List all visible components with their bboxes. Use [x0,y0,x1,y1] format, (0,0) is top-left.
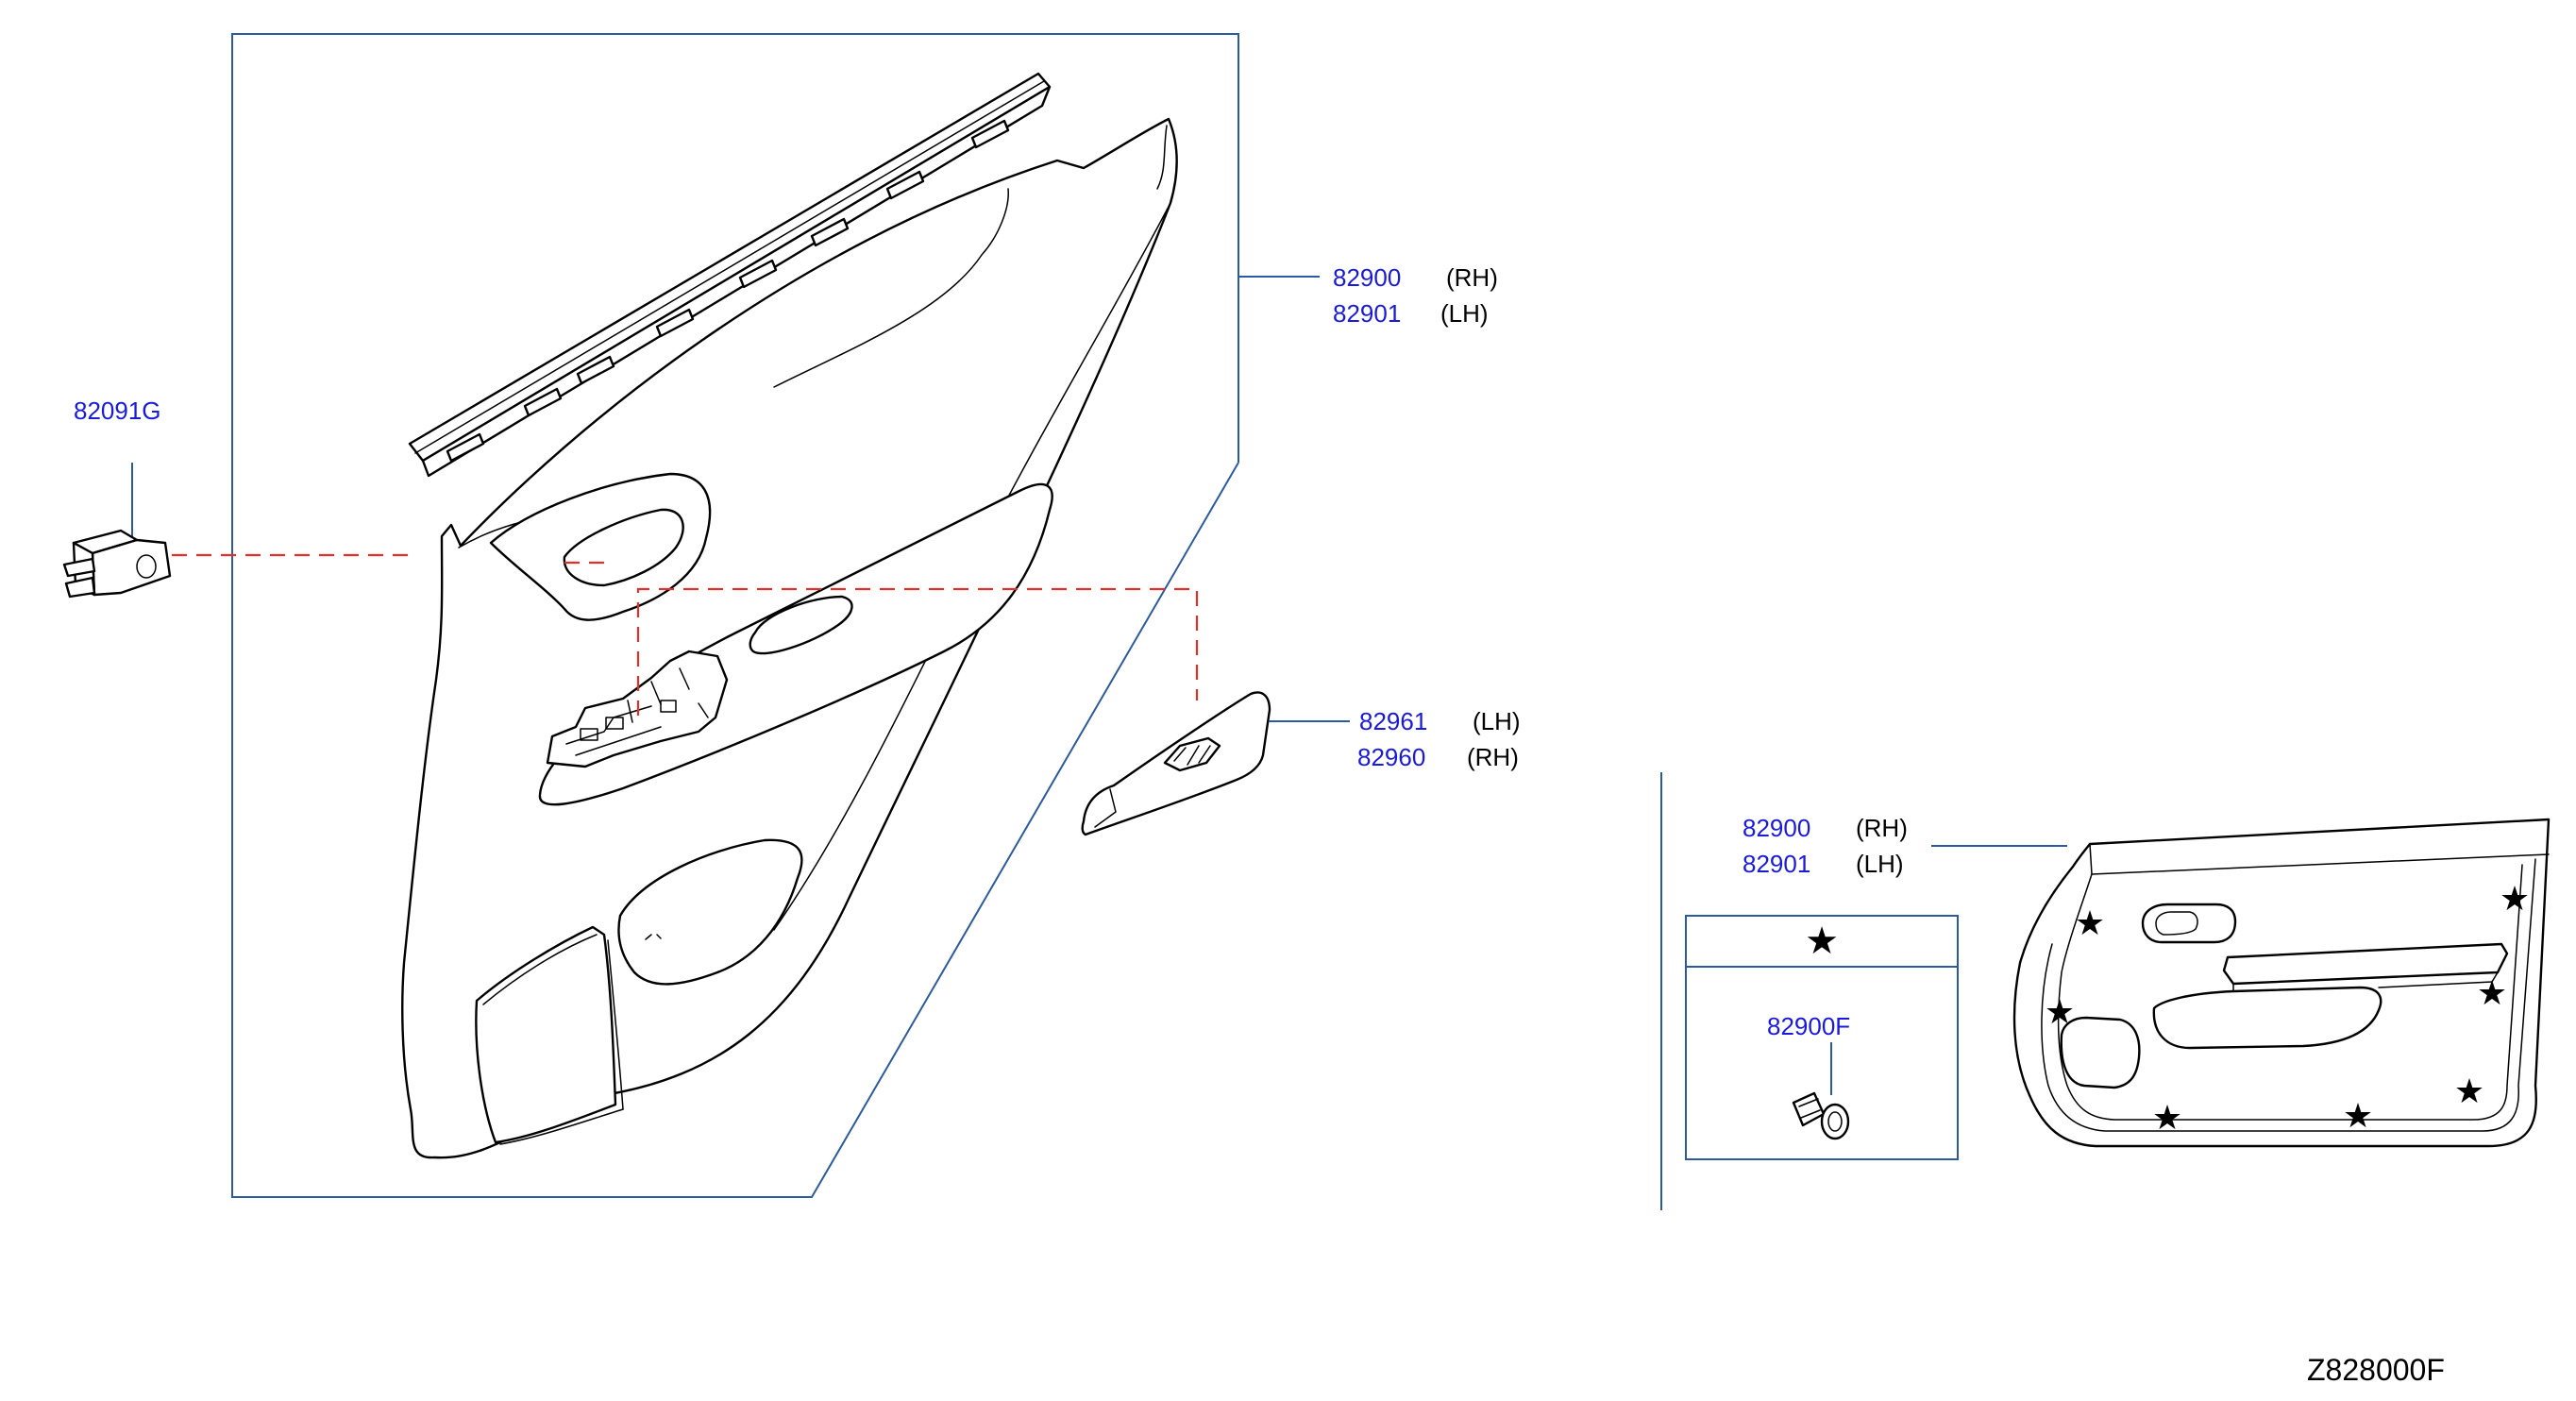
rear-panel-side-rh: (RH) [1446,263,1498,292]
star-icon: ★ [2343,1096,2373,1135]
front-panel-part-number-lh[interactable]: 82901 [1743,850,1810,878]
switch-finisher-part-number-rh[interactable]: 82960 [1357,743,1425,771]
star-icon: ★ [2454,1072,2484,1110]
star-icon: ★ [2045,992,2075,1031]
rear-door-trim-panel [401,117,1178,1159]
star-icon: ★ [2477,973,2507,1012]
trim-clip-82091g [62,529,172,599]
front-door-trim-panel: ★ ★ ★ ★ ★ ★ ★ [2012,818,2551,1148]
switch-location-dashed [636,587,1199,716]
fastener-legend-box: ★ 82900F [1685,915,1959,1160]
switch-finisher-part-number-lh[interactable]: 82961 [1359,707,1427,735]
rear-panel-part-number-rh[interactable]: 82900 [1333,263,1401,292]
front-panel-side-rh: (RH) [1856,814,1908,842]
star-icon: ★ [2152,1098,2182,1137]
star-icon: ★ [1805,920,1839,962]
legend-clip-part-number[interactable]: 82900F [1767,1012,1850,1040]
rear-panel-group-frame [231,33,1239,1198]
rear-window-moulding-strip [408,72,1052,478]
switch-finisher-side-rh: (RH) [1467,743,1519,771]
rear-panel-side-lh: (LH) [1440,299,1489,328]
front-panel-side-lh: (LH) [1856,850,1904,878]
rear-panel-part-number-lh[interactable]: 82901 [1333,299,1401,328]
clip-part-number[interactable]: 82091G [74,397,161,425]
front-panel-part-number-rh[interactable]: 82900 [1743,814,1810,842]
switch-finisher-side-lh: (LH) [1473,707,1521,735]
push-clip-82900f [1792,1091,1850,1140]
diagram-code: Z828000F [2307,1353,2445,1387]
star-icon: ★ [2075,903,2105,942]
window-switch-finisher [1081,691,1271,836]
star-icon: ★ [2500,879,2530,918]
